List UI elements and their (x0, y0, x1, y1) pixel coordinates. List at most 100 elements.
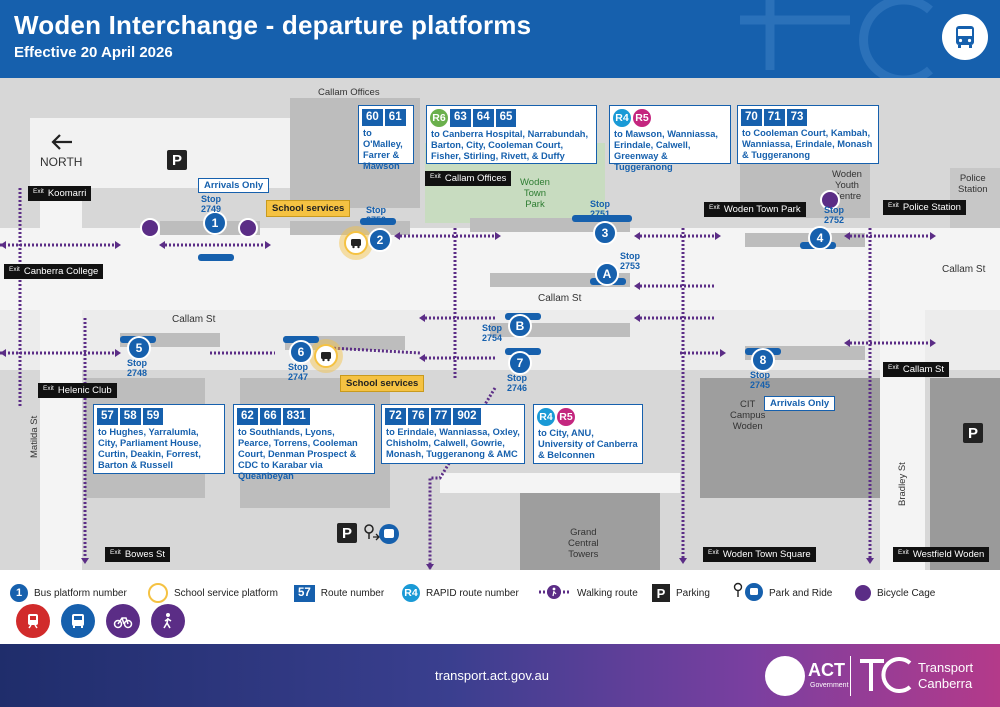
rapid-route-badge[interactable]: R6 (430, 109, 448, 127)
label-woden-town-park: Woden Town Park (520, 177, 550, 210)
route-destinations: to Hughes, Yarralumla, City, Parliament … (98, 427, 202, 470)
platform-6-marker[interactable]: 6 (289, 340, 313, 364)
building (30, 118, 290, 188)
header-banner: Woden Interchange - departure platforms … (0, 0, 1000, 78)
label-callam-st: Callam St (538, 293, 582, 304)
route-number[interactable]: 64 (472, 109, 494, 127)
exit-label: Bowes St (124, 549, 165, 560)
platform-2-marker[interactable]: 2 (368, 228, 392, 252)
route-destinations: to Southlands, Lyons, Pearce, Torrens, C… (238, 427, 358, 481)
route-number[interactable]: 57 (97, 408, 118, 425)
stop-number: Stop 2750 (366, 205, 387, 225)
legend-label: Bus platform number (34, 587, 127, 599)
route-number[interactable]: 71 (763, 109, 785, 126)
platform-4-marker[interactable]: 4 (808, 226, 832, 250)
route-destinations: to City, ANU, University of Canberra & B… (538, 428, 638, 460)
route-number[interactable]: 76 (407, 408, 429, 425)
bus-icon (942, 14, 988, 60)
route-number[interactable]: 77 (430, 408, 452, 425)
label-callam-st: Callam St (172, 314, 216, 325)
route-number[interactable]: 65 (495, 109, 517, 127)
exit-prefix: Exit (888, 364, 899, 371)
arrivals-only-note: Arrivals Only (764, 396, 836, 411)
route-number[interactable]: 61 (384, 109, 406, 126)
building-grand-central (520, 493, 660, 570)
platform-5-marker[interactable]: 5 (127, 336, 151, 360)
exit-prefix: Exit (708, 549, 719, 556)
platform-b-marker[interactable]: B (508, 314, 532, 338)
route-number[interactable]: 60 (362, 109, 383, 126)
platform-1-marker[interactable]: 1 (203, 211, 227, 235)
stop-number: Stop 2745 (750, 370, 771, 390)
rapid-route-badge[interactable]: R5 (633, 109, 651, 127)
bicycle-icon (106, 604, 140, 638)
platform-7-marker[interactable]: 7 (508, 351, 532, 375)
school-services-note: School services (266, 200, 351, 217)
stop-number: Stop 2749 (201, 194, 222, 214)
legend-school: School service platform (148, 570, 278, 616)
label-matilda-st: Matilda St (29, 415, 40, 458)
route-number[interactable]: 59 (142, 408, 164, 425)
interchange-map: Callam Offices Woden Town Park Woden You… (0, 78, 1000, 570)
exit-label: Westfield Woden (912, 549, 985, 560)
effective-date: Effective 20 April 2026 (14, 44, 173, 61)
route-number[interactable]: 63 (450, 109, 471, 127)
stop-number: Stop 2751 (590, 199, 611, 219)
legend-bike-cage: Bicycle Cage (855, 570, 935, 616)
label-cit-campus: CIT Campus Woden (730, 399, 766, 432)
bradley-st-road (880, 228, 925, 570)
park-and-ride-icon (363, 523, 399, 550)
route-number[interactable]: 831 (282, 408, 310, 425)
rapid-route-badge[interactable]: R4 (613, 109, 631, 127)
legend-label: Parking (676, 587, 710, 599)
bicycle-cage-icon (820, 190, 840, 210)
stop-number: Stop 2754 (482, 323, 503, 343)
north-label: NORTH (40, 155, 83, 169)
bicycle-cage-icon (855, 585, 871, 601)
exit-prefix: Exit (898, 549, 909, 556)
platform-8-marker[interactable]: 8 (751, 348, 775, 372)
route-number[interactable]: 58 (119, 408, 141, 425)
parking-icon: P (963, 423, 983, 443)
parking-icon: P (167, 150, 187, 170)
website-link[interactable]: transport.act.gov.au (435, 668, 549, 683)
platform-3-marker[interactable]: 3 (593, 221, 617, 245)
road (440, 473, 680, 493)
exit-label: Woden Town Square (722, 549, 811, 560)
route-number[interactable]: 70 (741, 109, 762, 126)
rapid-route-badge[interactable]: R5 (557, 408, 575, 426)
act-logo-sub: Government (810, 682, 849, 689)
legend-route: 57 Route number (294, 570, 384, 616)
route-number[interactable]: 66 (259, 408, 281, 425)
exit-label: Police Station (902, 202, 961, 213)
route-destinations: to Canberra Hospital, Narrabundah, Barto… (431, 129, 589, 161)
label-bradley-st: Bradley St (897, 462, 908, 506)
walking-icon (151, 604, 185, 638)
platform-a-marker[interactable]: A (595, 262, 619, 286)
bicycle-cage-icon (238, 218, 258, 238)
school-services-note: School services (340, 375, 425, 392)
walking-route-icon (537, 584, 571, 603)
rapid-route-badge[interactable]: R4 (537, 408, 555, 426)
route-number[interactable]: 62 (237, 408, 258, 425)
bus-icon (61, 604, 95, 638)
route-number[interactable]: 72 (385, 408, 406, 425)
tc-logo-icon (858, 657, 914, 698)
route-number[interactable]: 902 (453, 408, 481, 425)
act-logo-text: ACT (808, 660, 845, 680)
route-number[interactable]: 73 (786, 109, 808, 126)
stop-number: Stop 2752 (824, 205, 845, 225)
